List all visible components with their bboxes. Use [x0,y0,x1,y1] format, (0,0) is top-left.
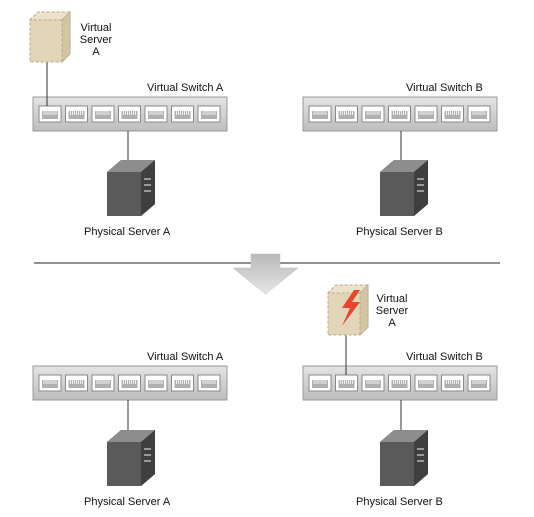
switch-port [91,374,115,392]
switch-port [91,105,115,123]
switch-port [308,105,332,123]
lightning-icon [342,290,360,326]
switch-port [441,105,464,123]
switch-port [171,374,194,392]
switch-port [38,105,62,123]
switch-port [197,374,221,392]
switch-port [144,374,168,392]
virtual-switch-a-after [32,365,228,401]
switch-port [414,105,438,123]
physical-server-a-before-icon [107,160,155,216]
switch-port [388,374,411,392]
virtual-server-a-after-icon [327,284,369,336]
physical-server-a-after-icon [107,430,155,486]
switch-port [65,374,88,392]
switch-port [171,105,194,123]
virtual-switch-b-before [302,96,498,132]
virtual-switch-b-before-label: Virtual Switch B [406,82,483,94]
switch-port [308,374,332,392]
virtual-switch-a-after-label: Virtual Switch A [147,351,224,363]
switch-port [361,105,385,123]
switch-port [144,105,168,123]
switch-port [388,105,411,123]
virtual-server-a-after-label: Virtual Server A [375,293,409,329]
switch-port [467,374,491,392]
physical-server-a-before-label: Physical Server A [84,226,171,238]
physical-server-a-after-label: Physical Server A [84,496,171,508]
switch-port [361,374,385,392]
physical-server-b-before-label: Physical Server B [356,226,443,238]
switch-port [118,374,141,392]
physical-server-b-after-icon [380,430,428,486]
switch-port [65,105,88,123]
virtual-switch-a-before-label: Virtual Switch A [147,82,224,94]
virtual-switch-b-after [302,365,498,401]
switch-port [441,374,464,392]
migration-arrow-icon [232,253,299,295]
switch-port [197,105,221,123]
virtual-switch-b-after-label: Virtual Switch B [406,351,483,363]
switch-port [414,374,438,392]
virtual-server-a-before-icon [29,11,71,63]
switch-port [118,105,141,123]
switch-port [467,105,491,123]
physical-server-b-before-icon [380,160,428,216]
virtual-server-a-before-label: Virtual Server A [79,22,113,58]
virtual-switch-a-before [32,96,228,132]
switch-port [335,374,358,392]
switch-port [335,105,358,123]
switch-port [38,374,62,392]
physical-server-b-after-label: Physical Server B [356,496,443,508]
